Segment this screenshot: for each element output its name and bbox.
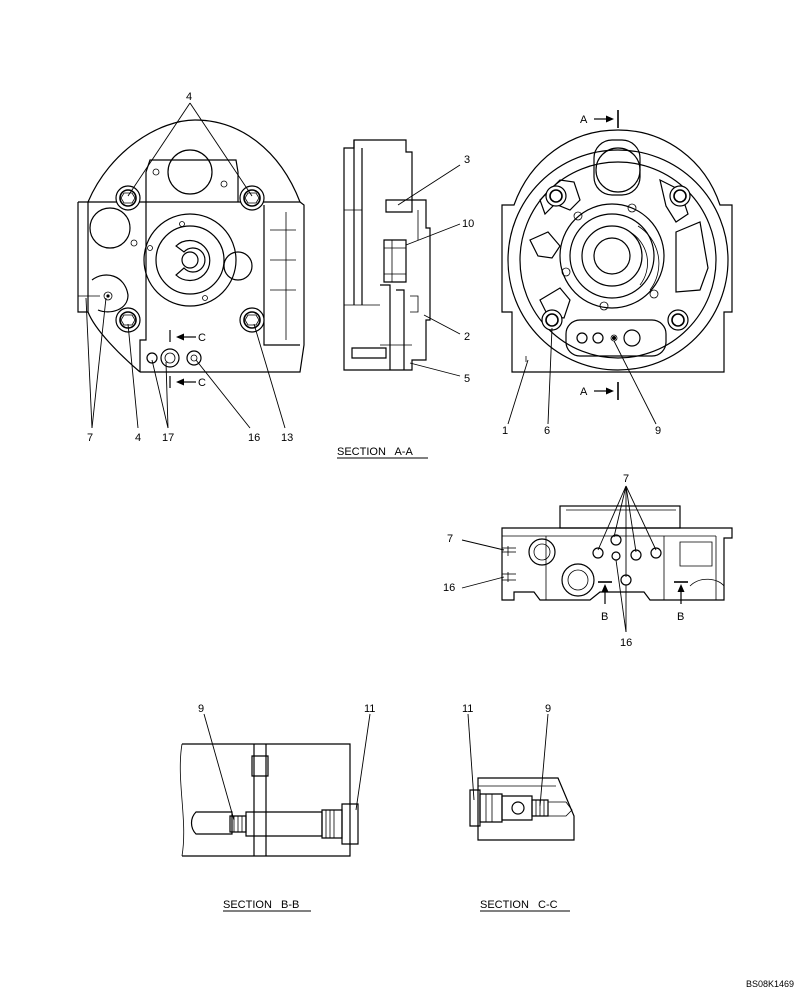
callout-4-bottom: 4 [135, 432, 141, 444]
callout-6: 6 [544, 425, 550, 437]
bolt-aa-bottom-left [541, 309, 563, 331]
marker-a-bottom: A [580, 386, 588, 398]
bolt-aa-top-right [669, 185, 691, 207]
section-bb-title: SECTION B-B [223, 899, 299, 911]
callout-7-side: 7 [447, 533, 453, 545]
marker-b-left: B [601, 611, 608, 623]
callout-7-front: 7 [87, 432, 93, 444]
section-cc-view [467, 713, 575, 841]
front-view [77, 102, 305, 429]
top-view [461, 485, 733, 633]
section-aa-view [501, 110, 733, 425]
callout-13: 13 [281, 432, 293, 444]
section-titles: SECTION A-A SECTION B-B SECTION C-C [223, 446, 570, 912]
marker-b-right: B [677, 611, 684, 623]
section-aa-title: SECTION A-A [337, 446, 413, 458]
drawing-code: BS08K1469 [746, 979, 794, 989]
bolt-aa-bottom-right [667, 309, 689, 331]
callout-11-bb: 11 [364, 703, 375, 715]
marker-c-bottom: C [198, 377, 206, 389]
section-bb-view [179, 713, 371, 857]
marker-a-top: A [580, 114, 588, 126]
callout-3: 3 [464, 154, 470, 166]
bolt-top-left [115, 185, 141, 211]
callout-5: 5 [464, 373, 470, 385]
bolt-bottom-left [115, 307, 141, 333]
bolt-bottom-right [239, 307, 265, 333]
callout-4-top: 4 [186, 91, 192, 103]
callout-labels: 4 7 4 17 16 13 C C 3 10 2 5 A A 1 6 9 7 … [87, 91, 684, 715]
plug-17 [146, 348, 180, 368]
side-view [343, 139, 461, 377]
callout-9-aa: 9 [655, 425, 661, 437]
marker-c-top: C [198, 332, 206, 344]
callout-7-top: 7 [623, 473, 629, 485]
callout-16-front: 16 [248, 432, 260, 444]
callout-11-cc: 11 [462, 703, 473, 715]
plug-16 [186, 350, 202, 366]
callout-16-bottom: 16 [620, 637, 632, 649]
bolt-aa-top-left [545, 185, 567, 207]
callout-17: 17 [162, 432, 174, 444]
callout-16-side: 16 [443, 582, 455, 594]
callout-2: 2 [464, 331, 470, 343]
callout-10: 10 [462, 218, 474, 230]
callout-1: 1 [502, 425, 508, 437]
callout-9-cc: 9 [545, 703, 551, 715]
bolt-top-right [239, 185, 265, 211]
callout-9-bb: 9 [198, 703, 204, 715]
section-cc-title: SECTION C-C [480, 899, 558, 911]
